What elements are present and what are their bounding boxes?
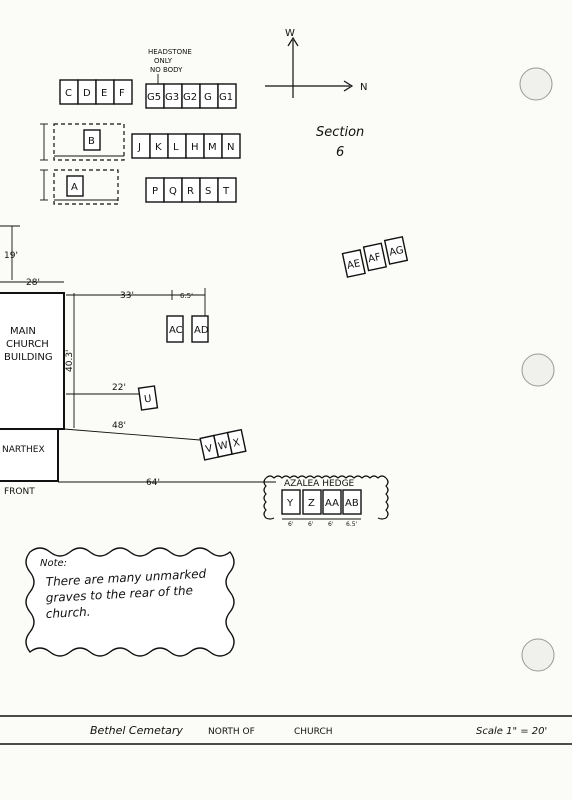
dimension-64: 64' <box>58 478 276 488</box>
plot-label: B <box>88 136 95 147</box>
plot-row-jkl: J K L H M N <box>131 133 241 159</box>
dimension-label: 19' <box>4 251 18 261</box>
plot-label: AD <box>194 325 209 336</box>
plot-label: Z <box>308 498 315 509</box>
footer-scale: Scale 1" = 20' <box>476 726 547 737</box>
compass: W N <box>265 28 367 98</box>
plot-row-yz: Y Z AA AB 6' 6' 6' 6.5' <box>281 489 362 528</box>
plot-row-vwx: V W X <box>199 428 247 461</box>
headstone-note-line: NO BODY <box>150 66 183 74</box>
dimension-33: 33' 6.5' <box>66 288 206 318</box>
plot-label: L <box>173 142 179 153</box>
plot-label: AA <box>325 498 339 509</box>
compass-north-label: N <box>360 82 367 93</box>
dimension-label: 22' <box>112 383 126 393</box>
plot-row-g: G5 G3 G2 G G1 <box>145 83 237 109</box>
spacing-label: 6' <box>288 521 294 528</box>
plot-label: R <box>187 186 194 197</box>
dimension-label: 40.3' <box>65 349 75 372</box>
dimension-label: 64' <box>146 478 160 488</box>
plot-label: AF <box>367 252 382 265</box>
plot-label: AC <box>169 325 183 336</box>
plot-label: K <box>155 142 162 153</box>
plot-label: J <box>137 142 141 153</box>
dimension-28: 28' <box>0 278 64 288</box>
headstone-note: HEADSTONE ONLY NO BODY <box>148 48 192 88</box>
plot-label: G1 <box>219 92 233 103</box>
dimension-label: 6.5' <box>180 292 193 300</box>
punch-hole-middle <box>521 353 555 387</box>
plot-label: AB <box>345 498 359 509</box>
plot-label: W <box>217 440 229 453</box>
footer-title: Bethel Cemetary <box>90 724 183 737</box>
plot-block-a: A <box>40 169 119 205</box>
spacing-label: 6.5' <box>346 521 358 528</box>
hedge-label: AZALEA HEDGE <box>284 479 355 489</box>
plot-label: G5 <box>147 92 161 103</box>
plot-label: E <box>101 88 107 99</box>
narthex: NARTHEX <box>0 428 59 482</box>
plot-row-cdef: C D E F <box>59 79 133 105</box>
plot-label: G <box>204 92 212 103</box>
narthex-label: NARTHEX <box>2 445 45 455</box>
building-label: BUILDING <box>4 352 53 363</box>
plot-label: M <box>208 142 217 153</box>
punch-hole-bottom <box>521 638 555 672</box>
plot-label: S <box>205 186 211 197</box>
plot-row-ac: AC AD <box>166 315 209 343</box>
punch-holes <box>519 67 555 672</box>
plot-label: T <box>222 186 230 197</box>
building-label: MAIN <box>10 326 36 337</box>
dimension-label: 28' <box>26 278 40 288</box>
church-building: MAIN CHURCH BUILDING 40.3' <box>0 292 75 430</box>
plot-label: G3 <box>165 92 179 103</box>
footer: Bethel Cemetary NORTH OF CHURCH Scale 1"… <box>0 715 572 745</box>
plot-u: U <box>137 385 159 411</box>
note-title: Note: <box>40 558 67 569</box>
dimension-22: 22' <box>66 383 140 395</box>
azalea-hedge: AZALEA HEDGE <box>263 475 389 520</box>
dimension-label: 33' <box>120 291 134 301</box>
note-box: Note: There are many unmarked graves to … <box>25 547 235 657</box>
dimension-19: 19' <box>0 225 20 280</box>
plot-label: A <box>71 182 78 193</box>
spacing-label: 6' <box>328 521 334 528</box>
front-label: FRONT <box>4 487 35 497</box>
dimension-label: 48' <box>112 421 126 431</box>
headstone-note-line: ONLY <box>154 57 173 65</box>
punch-hole-top <box>519 67 553 101</box>
note-line: church. <box>45 605 90 621</box>
section-label: Section <box>316 125 364 140</box>
building-label: CHURCH <box>6 339 49 350</box>
compass-west-label: W <box>285 28 295 39</box>
plot-label: U <box>143 394 152 406</box>
plot-label: F <box>119 88 125 99</box>
spacing-label: 6' <box>308 521 314 528</box>
plot-label: Q <box>169 186 177 197</box>
plot-block-b: B <box>40 123 125 161</box>
plot-row-pqr: P Q R S T <box>145 177 237 203</box>
plot-label: C <box>65 88 72 99</box>
headstone-note-line: HEADSTONE <box>148 48 192 56</box>
plot-label: N <box>227 142 234 153</box>
plot-label: AG <box>388 245 404 259</box>
note-box-border <box>25 547 235 657</box>
plot-label: H <box>191 142 199 153</box>
plot-label: G2 <box>183 92 197 103</box>
plot-label: Y <box>286 498 294 509</box>
plot-label: X <box>232 437 241 449</box>
plot-row-ae: AE AF AG <box>341 235 409 278</box>
footer-direction: NORTH OF <box>208 727 255 737</box>
section-number: 6 <box>336 145 344 160</box>
plot-label: P <box>152 186 158 197</box>
dimension-48: 48' <box>63 421 201 441</box>
plot-label: V <box>205 443 214 455</box>
footer-place: CHURCH <box>294 727 333 737</box>
plot-label: AE <box>346 258 361 271</box>
plot-label: D <box>83 88 91 99</box>
